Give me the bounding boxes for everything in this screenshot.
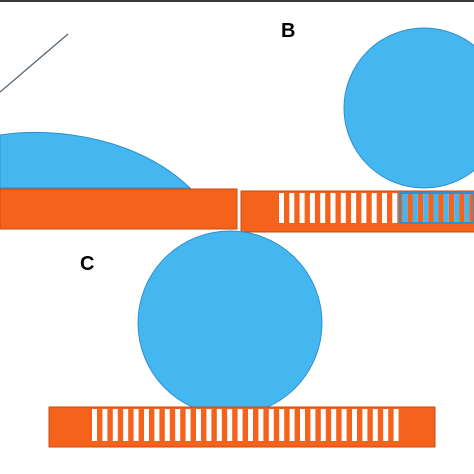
panel-b <box>240 27 474 233</box>
panel-c-pillar-gap <box>123 409 129 441</box>
panel-c-pillar-gap <box>268 409 274 441</box>
panel-b-pillar-gap <box>382 193 387 223</box>
panel-b-droplet <box>343 27 474 189</box>
panel-b-wetted-gap <box>423 193 429 223</box>
panel-c-pillar-gap <box>216 409 222 441</box>
panel-c-pillar-gap <box>331 409 337 441</box>
panel-b-pillar-substrate <box>240 190 474 233</box>
panel-a <box>0 33 238 230</box>
panel-c-pillar-gap <box>133 409 139 441</box>
panel-c-pillar-gap <box>289 409 295 441</box>
panel-c-pillar-gap <box>383 409 389 441</box>
panel-b-pillar-gap <box>392 193 398 223</box>
panel-b-wetted-gap <box>464 193 470 223</box>
panel-c-pillar-gap <box>92 409 97 441</box>
panel-c-pillar-gap <box>154 409 160 441</box>
panel-b-pillar-gap <box>371 193 377 223</box>
panel-c-pillar-gap <box>227 409 233 441</box>
figure-top-border <box>0 0 474 2</box>
panel-c-pillar-gap <box>300 409 305 441</box>
panel-c-pillar-gap <box>362 409 368 441</box>
panel-c-pillar-gap <box>185 409 191 441</box>
panel-b-pillar-gap <box>330 193 336 223</box>
panel-c-pillar-gap <box>341 409 347 441</box>
panel-a-tangent-line <box>0 33 69 93</box>
panel-c-pillar-gap <box>352 409 357 441</box>
panel-b-pillar-gap <box>361 193 367 223</box>
panel-label-b: B <box>281 20 296 42</box>
panel-b-wetted-gap <box>402 193 408 223</box>
panel-c-pillar-gap <box>310 409 316 441</box>
panel-a-droplet <box>0 131 192 189</box>
panel-c <box>48 230 436 448</box>
panel-b-pillar-gap <box>299 193 305 223</box>
panel-b-wetted-gap <box>454 193 460 223</box>
panel-b-pillar-gap <box>340 193 346 223</box>
panel-b-wetted-gap <box>433 193 439 223</box>
panel-b-pillar-gaps <box>279 193 470 223</box>
panel-c-pillar-gap <box>164 409 170 441</box>
panel-c-pillar-gap <box>248 409 253 441</box>
panel-b-pillar-gap <box>289 193 295 223</box>
panel-b-pillar-gap <box>320 193 326 223</box>
panel-c-pillar-gap <box>144 409 149 441</box>
panel-a-flat-substrate <box>0 188 238 230</box>
panel-c-pillar-gap <box>279 409 285 441</box>
panel-c-pillar-gap <box>112 409 118 441</box>
panel-b-wetted-region <box>399 192 474 224</box>
panel-c-pillar-gap <box>175 409 181 441</box>
panel-c-pillar-gap <box>372 409 378 441</box>
panel-c-pillar-gap <box>206 409 212 441</box>
panel-b-wetted-gap <box>412 193 418 223</box>
panel-b-pillar-gap <box>309 193 315 223</box>
panel-c-pillar-gap <box>393 409 399 441</box>
panel-c-pillar-gap <box>258 409 264 441</box>
panel-c-droplet <box>137 230 323 416</box>
panel-c-pillar-gaps <box>92 409 399 441</box>
panel-b-pillar-gap <box>279 193 284 223</box>
panel-b-pillar-gap <box>351 193 357 223</box>
panel-c-pillar-gap <box>196 409 201 441</box>
panel-label-c: C <box>80 253 95 275</box>
panel-c-pillar-gap <box>102 409 108 441</box>
panel-c-pillar-gap <box>237 409 243 441</box>
panel-c-pillar-gap <box>320 409 326 441</box>
panel-b-wetted-gap <box>443 193 449 223</box>
